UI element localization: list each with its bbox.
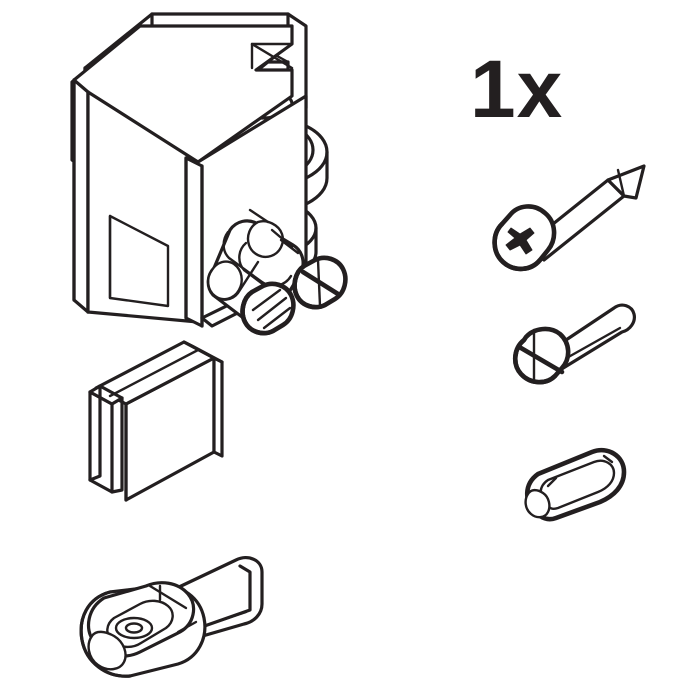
bracket-center-column [184, 156, 204, 328]
part-oval-cap [524, 448, 627, 522]
part-cover-plate [88, 340, 224, 502]
part-phillips-screw [492, 164, 646, 272]
part-cam-disc-left [240, 281, 296, 336]
part-cam-disc-right [292, 255, 348, 310]
bracket-cam-shadow-line [248, 208, 270, 224]
bracket-left-wall [72, 78, 90, 314]
bracket-front-face [86, 90, 200, 324]
part-main-bracket [70, 12, 329, 328]
quantity-label: 1x [470, 44, 564, 135]
part-dowel-connector [79, 556, 264, 678]
part-slotted-bolt [513, 303, 636, 385]
